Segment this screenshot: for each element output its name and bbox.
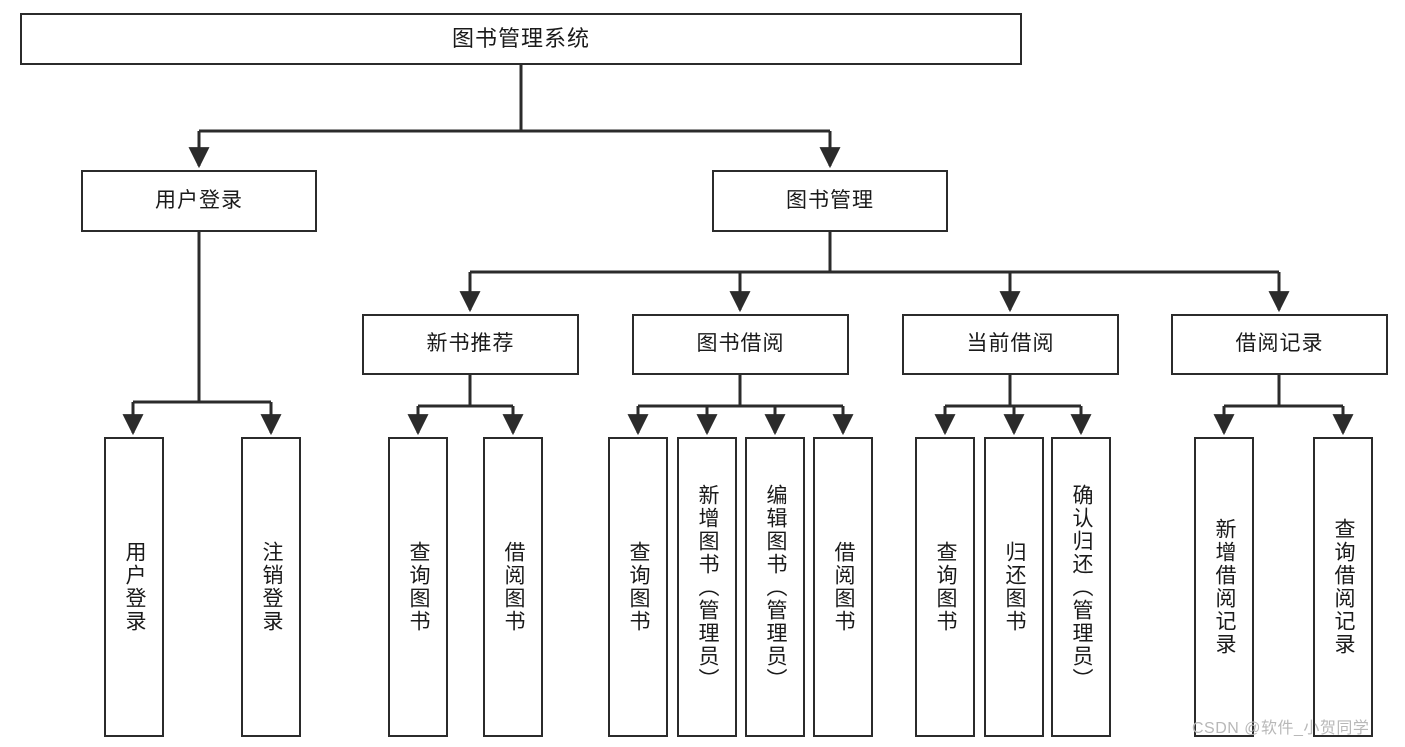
node-borrow-record[interactable]: 借阅记录	[1171, 314, 1388, 375]
node-leaf-borrow-book-2[interactable]: 借阅图书	[813, 437, 873, 737]
node-leaf-confirm-return[interactable]: 确认归还（管理员）	[1051, 437, 1111, 737]
node-leaf-query-borrow-record[interactable]: 查询借阅记录	[1313, 437, 1373, 737]
node-leaf-logout-label: 注销登录	[259, 541, 283, 633]
node-leaf-query-borrow-record-label: 查询借阅记录	[1331, 518, 1355, 656]
node-leaf-add-borrow-record-label: 新增借阅记录	[1212, 518, 1236, 656]
node-leaf-query-book-3[interactable]: 查询图书	[915, 437, 975, 737]
node-leaf-query-book-2-label: 查询图书	[626, 541, 650, 633]
node-leaf-query-book-2[interactable]: 查询图书	[608, 437, 668, 737]
node-new-book-recommend-label: 新书推荐	[426, 332, 515, 356]
node-leaf-logout[interactable]: 注销登录	[241, 437, 301, 737]
node-current-borrow-label: 当前借阅	[966, 332, 1055, 356]
node-new-book-recommend[interactable]: 新书推荐	[362, 314, 579, 375]
node-leaf-borrow-book-1[interactable]: 借阅图书	[483, 437, 543, 737]
node-root-label: 图书管理系统	[451, 26, 590, 52]
node-leaf-return-book[interactable]: 归还图书	[984, 437, 1044, 737]
node-current-borrow[interactable]: 当前借阅	[902, 314, 1119, 375]
node-leaf-user-login[interactable]: 用户登录	[104, 437, 164, 737]
node-leaf-query-book-1-label: 查询图书	[406, 541, 430, 633]
node-leaf-add-book[interactable]: 新增图书（管理员）	[677, 437, 737, 737]
node-leaf-borrow-book-2-label: 借阅图书	[831, 541, 855, 633]
node-leaf-edit-book[interactable]: 编辑图书（管理员）	[745, 437, 805, 737]
node-leaf-user-login-label: 用户登录	[122, 541, 146, 633]
node-root[interactable]: 图书管理系统	[20, 13, 1022, 65]
node-book-manage-label: 图书管理	[786, 188, 874, 212]
node-user-login-label: 用户登录	[155, 188, 243, 212]
node-leaf-add-book-label: 新增图书（管理员）	[695, 483, 719, 691]
node-borrow-record-label: 借阅记录	[1235, 332, 1324, 356]
node-leaf-query-book-1[interactable]: 查询图书	[388, 437, 448, 737]
watermark: CSDN @软件_小贺同学	[1192, 720, 1370, 737]
node-book-borrow[interactable]: 图书借阅	[632, 314, 849, 375]
node-leaf-return-book-label: 归还图书	[1002, 541, 1026, 633]
node-leaf-edit-book-label: 编辑图书（管理员）	[763, 483, 787, 691]
node-book-manage[interactable]: 图书管理	[712, 170, 948, 232]
node-leaf-confirm-return-label: 确认归还（管理员）	[1069, 483, 1093, 691]
node-leaf-query-book-3-label: 查询图书	[933, 541, 957, 633]
node-leaf-add-borrow-record[interactable]: 新增借阅记录	[1194, 437, 1254, 737]
node-user-login[interactable]: 用户登录	[81, 170, 317, 232]
node-leaf-borrow-book-1-label: 借阅图书	[501, 541, 525, 633]
node-book-borrow-label: 图书借阅	[696, 332, 785, 356]
